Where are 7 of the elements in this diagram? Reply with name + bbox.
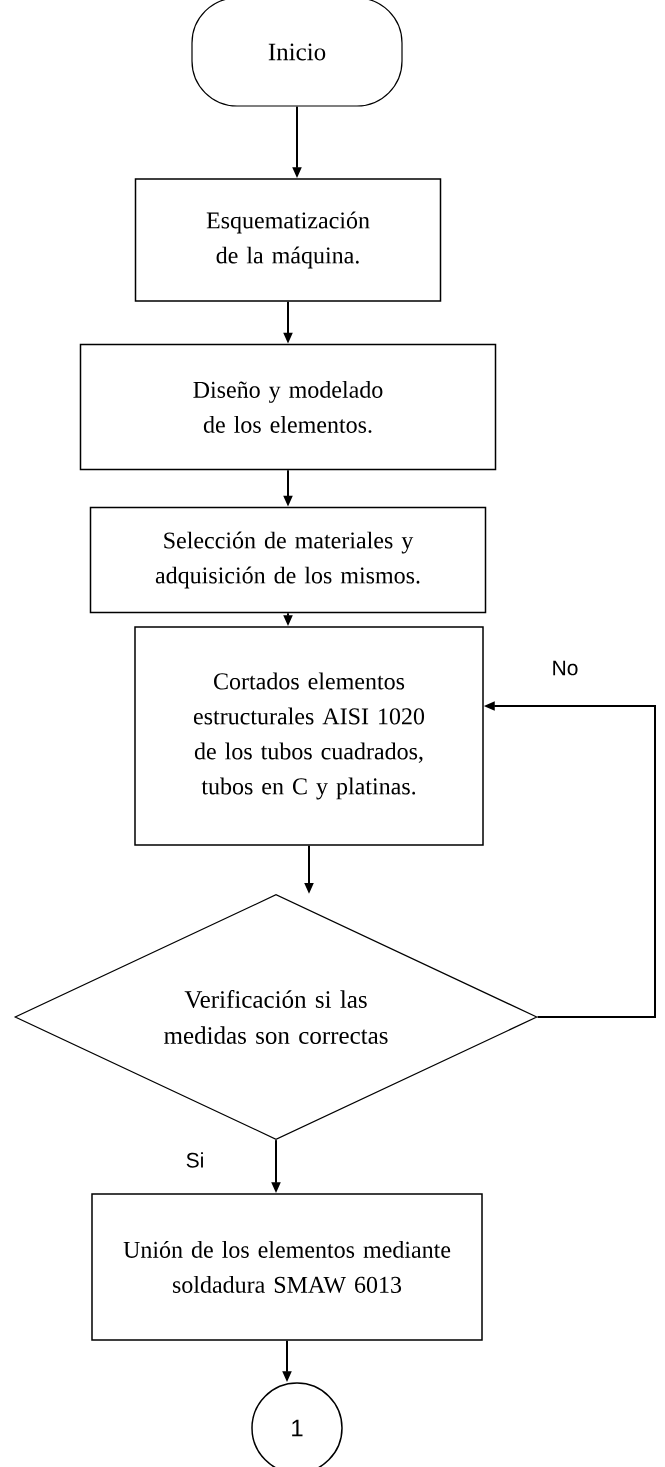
- process-box: Cortados elementos estructurales AISI 1020 de los tubos cuadrados, tubos en C y platinas.: [134, 626, 484, 846]
- process-box: Unión de los elementos mediante soldadura SMAW 6013: [91, 1193, 483, 1341]
- process-box: Selección de materiales y adquisición de los mismos.: [89, 506, 487, 614]
- edge-label: Si: [183, 1150, 207, 1170]
- edge-label: No: [549, 658, 581, 678]
- process-box: Esquematización de la máquina.: [134, 178, 442, 302]
- process-box: Diseño y modelado de los elementos.: [79, 343, 497, 471]
